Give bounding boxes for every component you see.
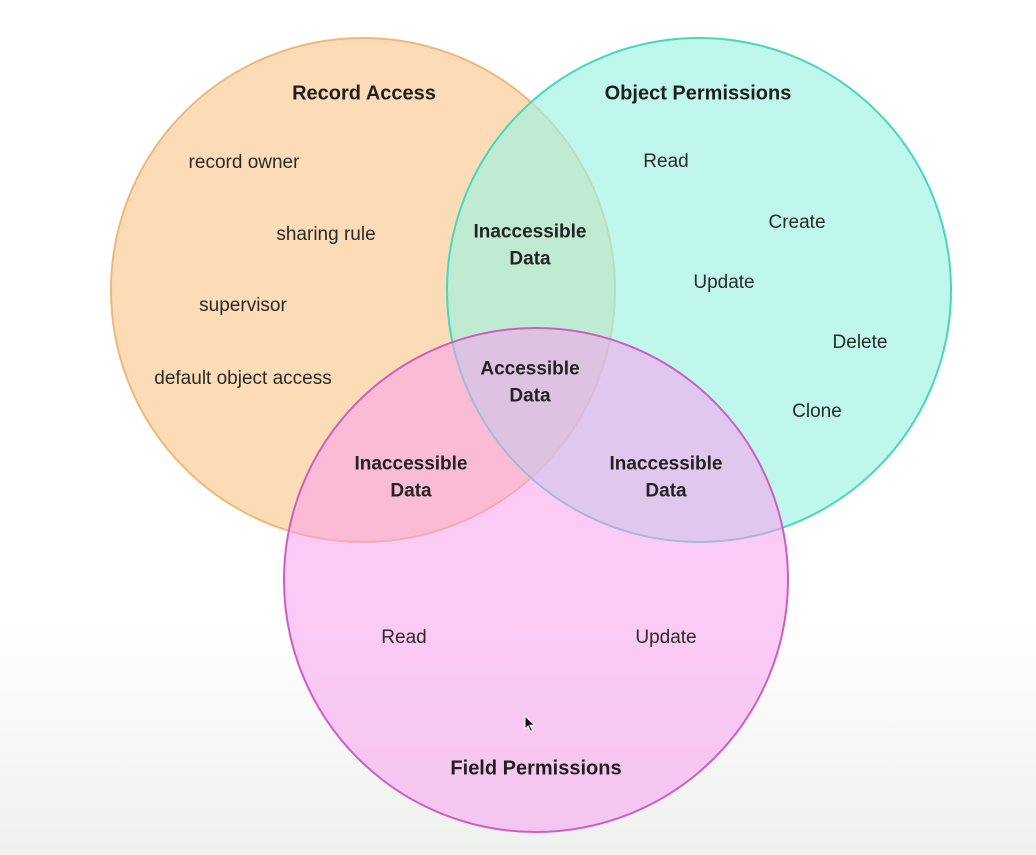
object-permissions-item-clone: Clone: [792, 401, 842, 423]
object-permissions-item-read: Read: [643, 151, 689, 173]
region-record-object-line1: Inaccessible: [473, 221, 587, 243]
record-access-item-default-object-access: default object access: [154, 368, 332, 390]
region-record-object-line2: Data: [509, 248, 551, 269]
field-permissions-item-update: Update: [635, 627, 697, 649]
object-permissions-item-delete: Delete: [832, 332, 888, 354]
region-center-line2: Data: [509, 385, 551, 406]
region-object-field-inaccessible: Inaccessible Data: [609, 451, 722, 504]
object-permissions-item-create: Create: [768, 212, 826, 234]
field-permissions-title: Field Permissions: [450, 757, 622, 780]
record-access-item-sharing-rule: sharing rule: [276, 224, 376, 246]
region-record-field-line1: Inaccessible: [354, 453, 468, 475]
record-access-item-record-owner: record owner: [188, 152, 300, 174]
region-center-accessible: Accessible Data: [480, 356, 579, 409]
record-access-title: Record Access: [292, 82, 436, 105]
field-permissions-item-read: Read: [381, 627, 427, 649]
region-record-object-inaccessible: Inaccessible Data: [473, 219, 586, 272]
object-permissions-item-update: Update: [693, 272, 755, 294]
record-access-item-supervisor: supervisor: [199, 295, 287, 317]
object-permissions-title: Object Permissions: [604, 82, 792, 105]
region-object-field-line2: Data: [645, 480, 687, 501]
region-record-field-line2: Data: [390, 480, 432, 501]
region-center-line1: Accessible: [480, 358, 580, 380]
region-record-field-inaccessible: Inaccessible Data: [354, 451, 467, 504]
field-permissions-circle: [283, 327, 789, 833]
region-object-field-line1: Inaccessible: [609, 453, 723, 475]
mouse-pointer-icon: [524, 715, 536, 733]
